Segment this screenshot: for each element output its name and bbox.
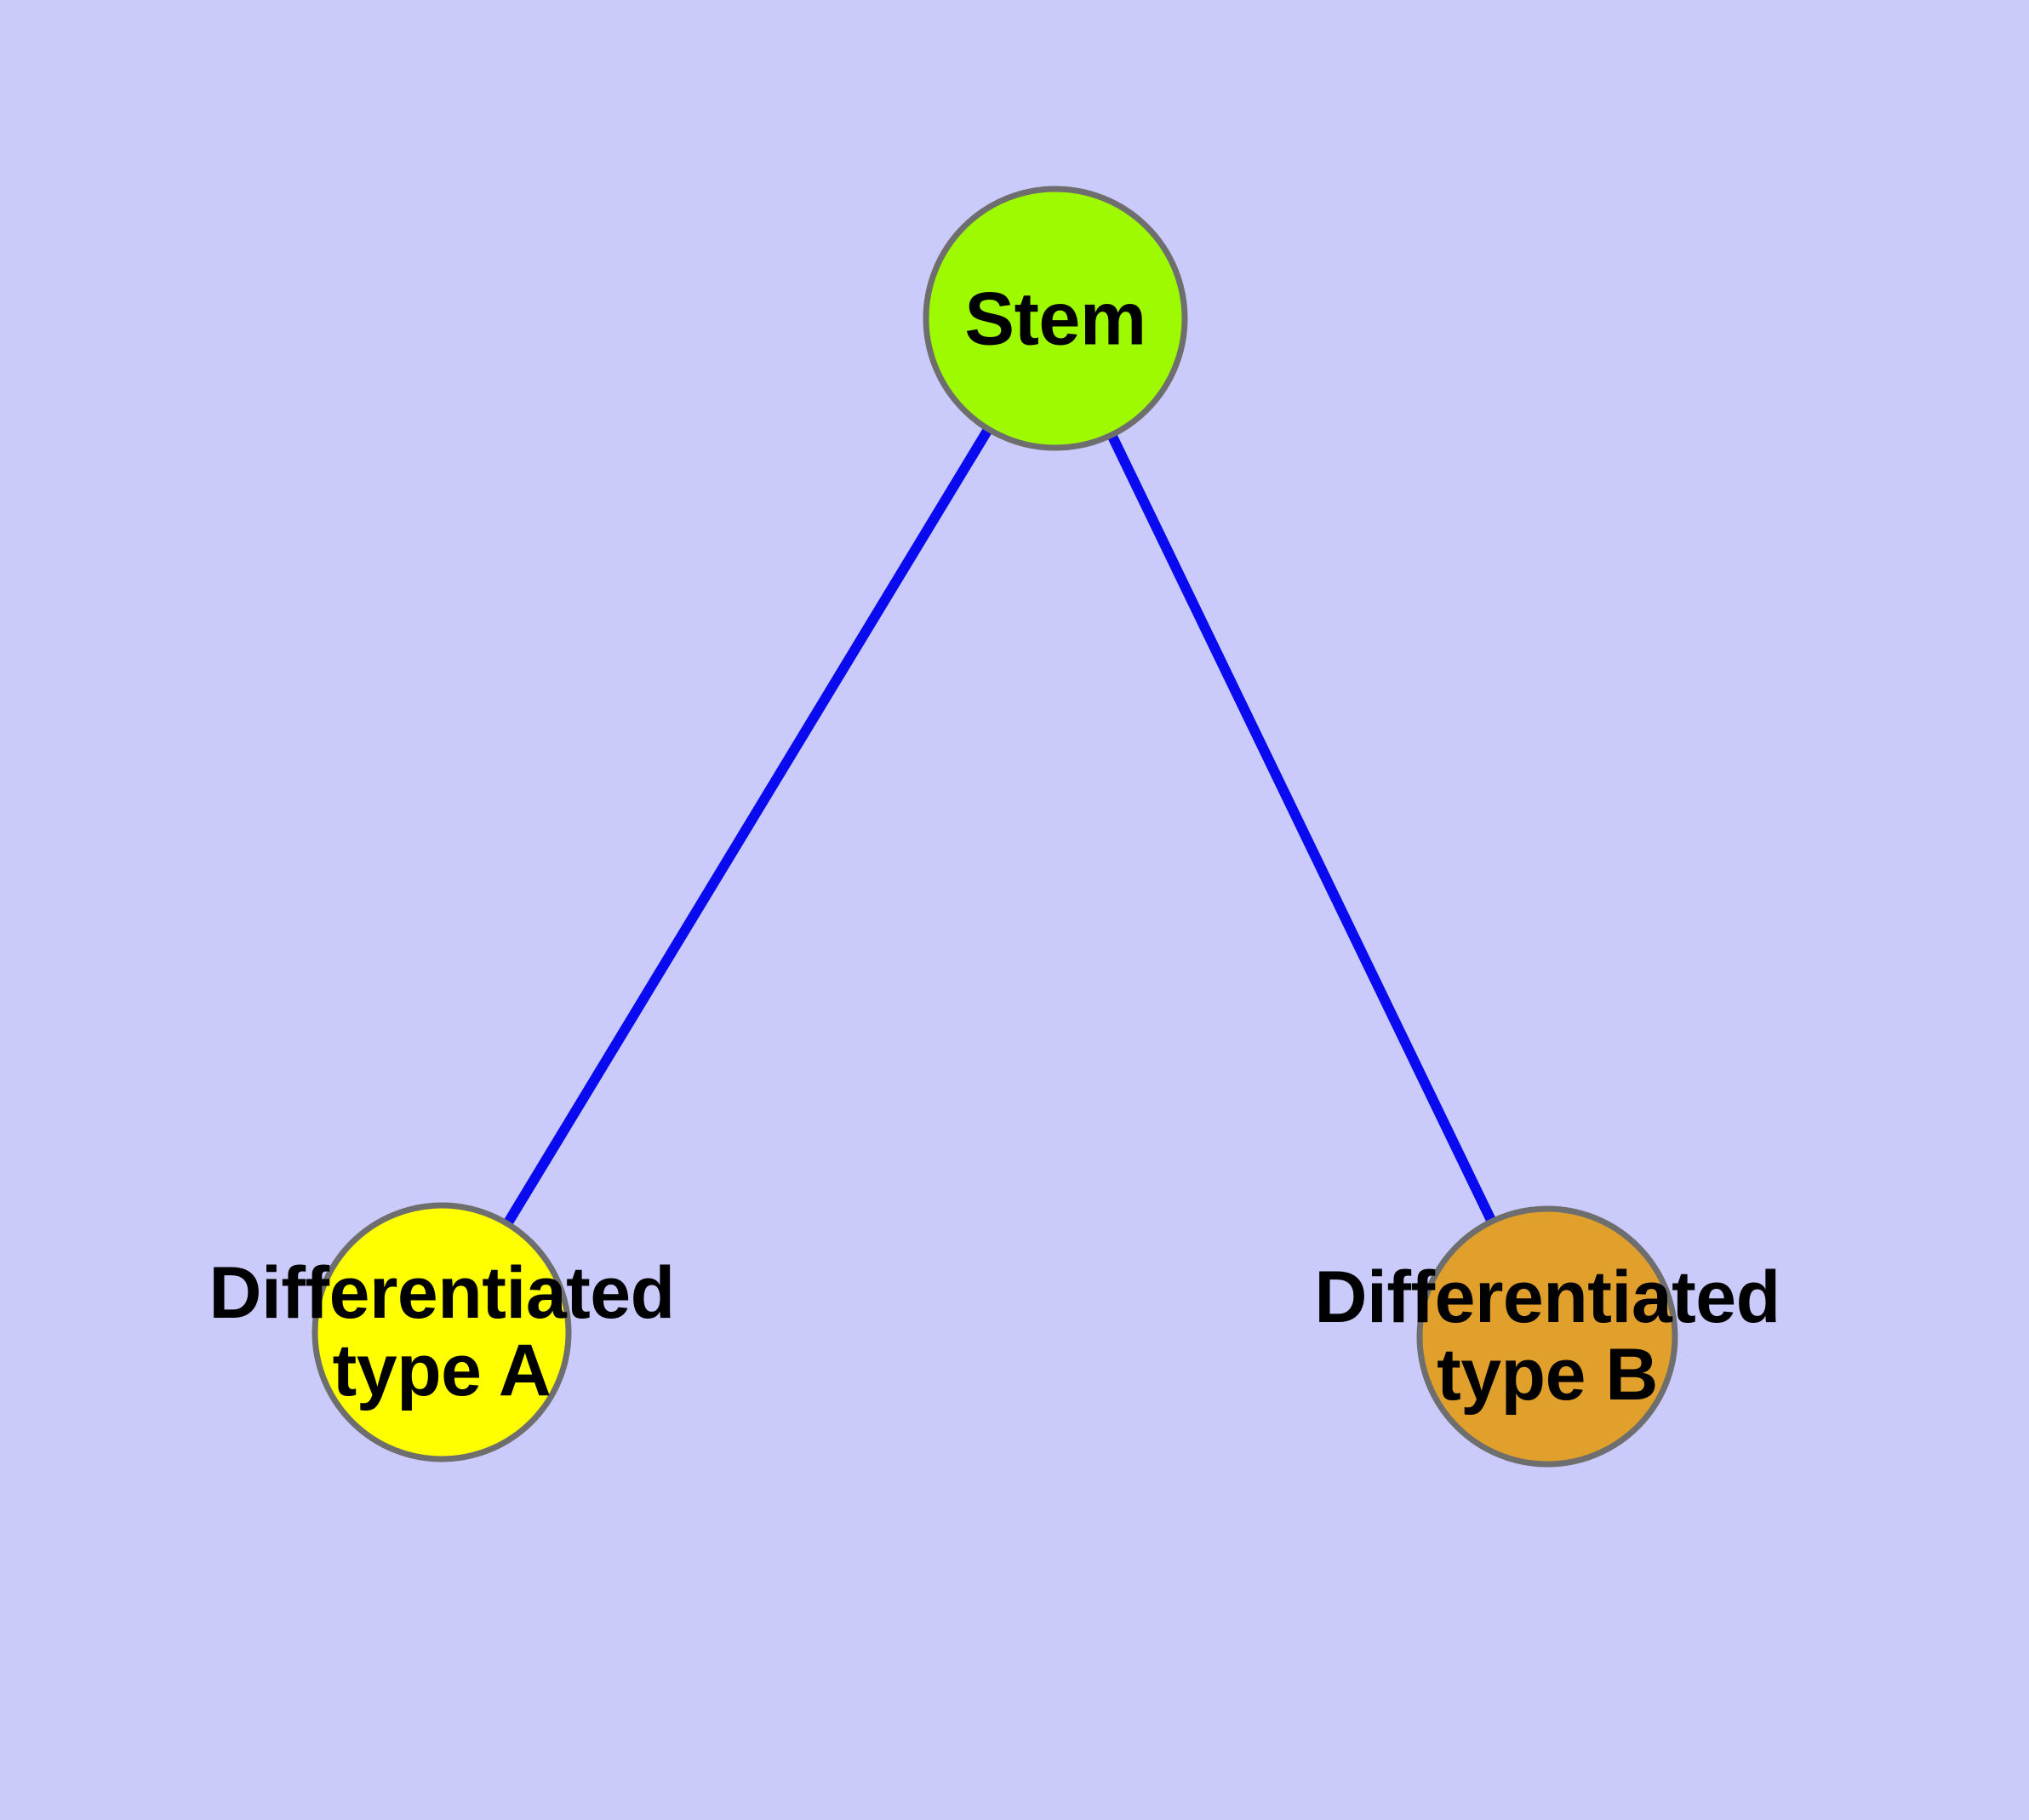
edge-stem-to-type-a[interactable] xyxy=(437,315,1060,1336)
node-type-a[interactable] xyxy=(311,1202,572,1462)
edge-layer xyxy=(437,315,1552,1339)
node-layer xyxy=(311,186,1678,1468)
edge-stem-to-type-b[interactable] xyxy=(1050,316,1552,1339)
node-stem[interactable] xyxy=(923,186,1188,451)
node-type-b[interactable] xyxy=(1416,1205,1678,1468)
